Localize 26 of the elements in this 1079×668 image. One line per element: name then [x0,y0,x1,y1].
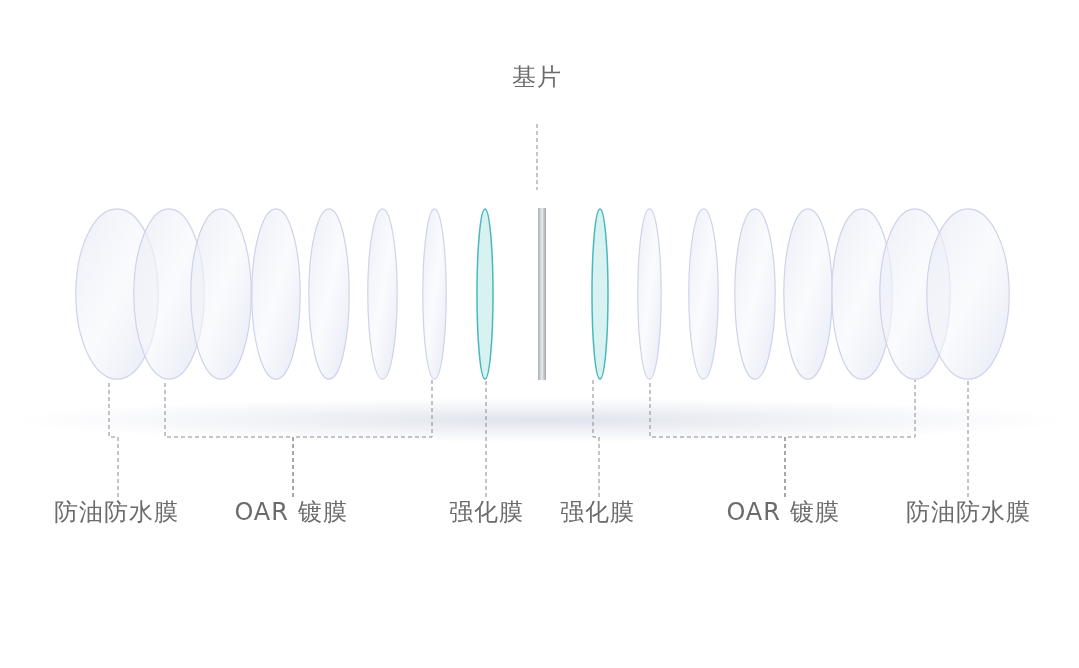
layer-label: 基片 [512,62,562,92]
lens-drawing [308,208,350,380]
leader-line [784,379,916,498]
leader-line [967,379,969,498]
layer-label: 强化膜 [448,497,524,527]
lens-drawing [421,208,447,380]
lens-drawing [687,208,719,380]
lens-drawing [734,208,776,380]
lens-drawing [476,208,494,380]
lens-drawing [636,208,662,380]
leader-line [536,123,538,191]
lens-drawing [190,208,252,380]
substrate-drawing [538,208,546,380]
leader-line [485,379,487,498]
leader-line [292,379,433,498]
lens-drawing [366,208,398,380]
layer-label: 防油防水膜 [53,497,179,527]
leader-line [592,379,600,498]
layer-label: 防油防水膜 [905,497,1031,527]
layer-label: 强化膜 [559,497,635,527]
layer-label: OAR 镀膜 [726,497,840,527]
layer-label: OAR 镀膜 [234,497,348,527]
lens-drawing [591,208,609,380]
lens-drawing [251,208,301,380]
lens-drawing [926,208,1010,380]
lens-drawing [783,208,833,380]
